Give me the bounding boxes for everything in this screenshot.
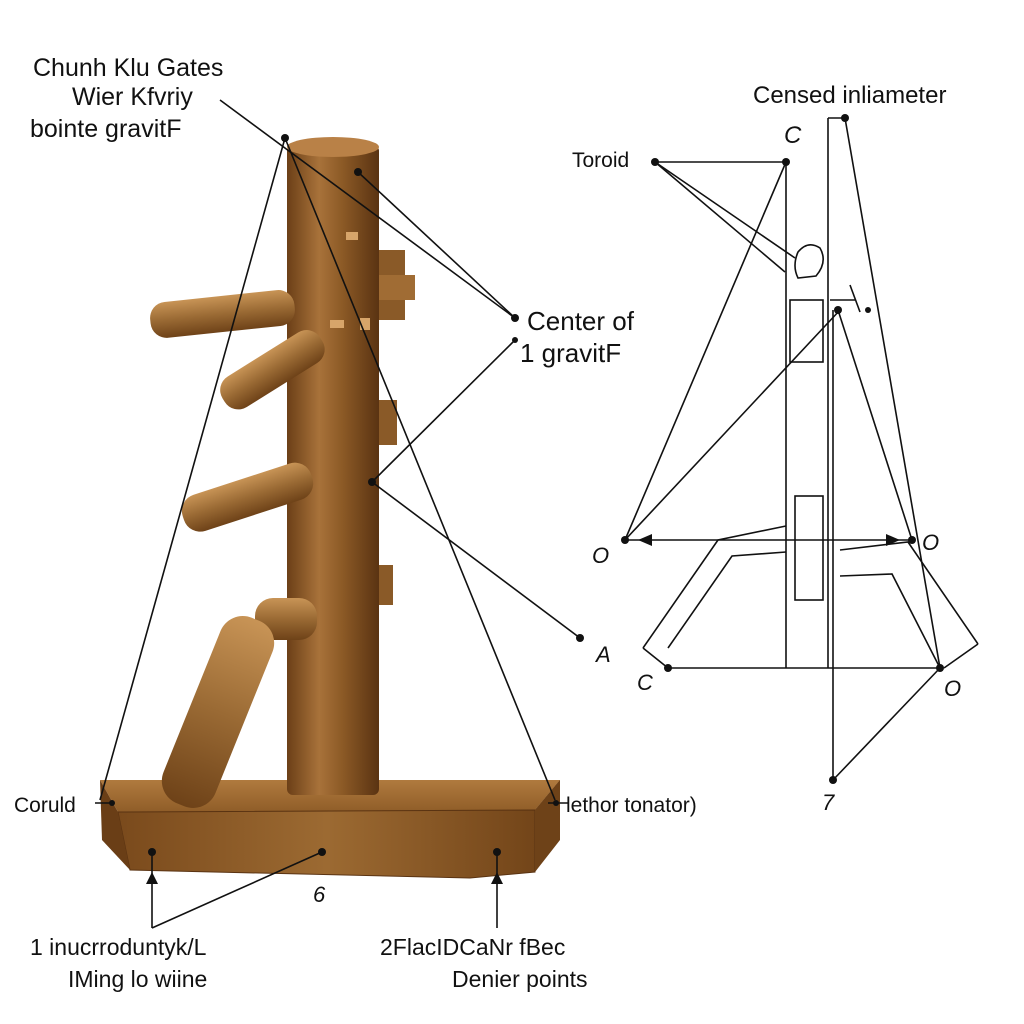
- dot-c-bottom: [664, 664, 672, 672]
- arm-lower: [181, 462, 314, 532]
- base-front-face: [117, 809, 536, 879]
- dot-trunk-mid: [368, 478, 376, 486]
- arrow-heads: [146, 872, 503, 884]
- label-bottom-center-num: 6: [313, 882, 326, 907]
- dummy-leader-dots: [109, 134, 584, 856]
- label-bottom-right-2: Denier points: [452, 966, 588, 992]
- trunk-slot-2: [360, 318, 370, 330]
- label-o-right: O: [922, 530, 939, 555]
- dot-top: [281, 134, 289, 142]
- dot-o-bottom: [936, 664, 944, 672]
- label-c-top: C: [784, 122, 802, 149]
- arm-upper: [150, 290, 295, 338]
- label-c-bottom: C: [637, 670, 653, 695]
- dot-c-top: [782, 158, 790, 166]
- back-arm-upper-tip: [375, 275, 415, 300]
- label-top-left-2: Wier Kfvriy: [72, 83, 193, 111]
- schematic-dots: [621, 114, 944, 784]
- label-center-of-2: 1 gravitF: [520, 338, 621, 368]
- label-top-left-1: Chunh Klu Gates: [33, 54, 223, 82]
- dot-center-of-gravity: [511, 314, 519, 322]
- dot-center-2: [865, 307, 871, 313]
- dot-toroid: [651, 158, 659, 166]
- label-bottom-left-2: IMing lo wiine: [68, 966, 207, 992]
- dot-a: [576, 634, 584, 642]
- arm-middle: [220, 330, 325, 410]
- back-arm-low: [375, 565, 393, 605]
- label-top-left-3: bointe gravitF: [30, 115, 181, 143]
- label-bottom-left-1: 1 inucrroduntyk/L: [30, 934, 207, 960]
- label-toroid: Toroid: [572, 149, 629, 172]
- dot-7: [829, 776, 837, 784]
- label-o-bottom: O: [944, 676, 961, 701]
- label-o-left: O: [592, 543, 609, 568]
- dot-lethor: [553, 800, 559, 806]
- trunk-slot-3: [330, 320, 344, 328]
- dummy-leader-lines: [95, 99, 581, 929]
- label-censed-title: Censed inliameter: [753, 82, 946, 109]
- label-a: A: [594, 642, 611, 667]
- label-7: 7: [822, 790, 835, 815]
- trunk-slot-1: [346, 232, 358, 240]
- text-labels: Chunh Klu Gates Wier Kfvriy bointe gravi…: [14, 54, 961, 992]
- label-coruld: Coruld: [14, 794, 76, 817]
- dot-trunk-top: [354, 168, 362, 176]
- leg: [161, 598, 317, 808]
- dot-base-right: [493, 848, 501, 856]
- dot-center-of-gravity-2: [512, 337, 518, 343]
- wooden-dummy-illustration: [100, 137, 560, 879]
- schematic-diagram: [624, 117, 979, 781]
- back-arm-mid: [375, 400, 397, 445]
- dot-center: [834, 306, 842, 314]
- dot-base-left: [148, 848, 156, 856]
- dot-o-left: [621, 536, 629, 544]
- trunk-top: [287, 137, 379, 157]
- label-lethor-tonator: lethor tonator): [566, 794, 697, 817]
- label-bottom-right-1: 2FlacIDCaNr fBec: [380, 934, 565, 960]
- dot-coruld: [109, 800, 115, 806]
- label-center-of-1: Center of: [527, 306, 635, 336]
- dot-o-right: [908, 536, 916, 544]
- dot-inliameter: [841, 114, 849, 122]
- dot-base-center: [318, 848, 326, 856]
